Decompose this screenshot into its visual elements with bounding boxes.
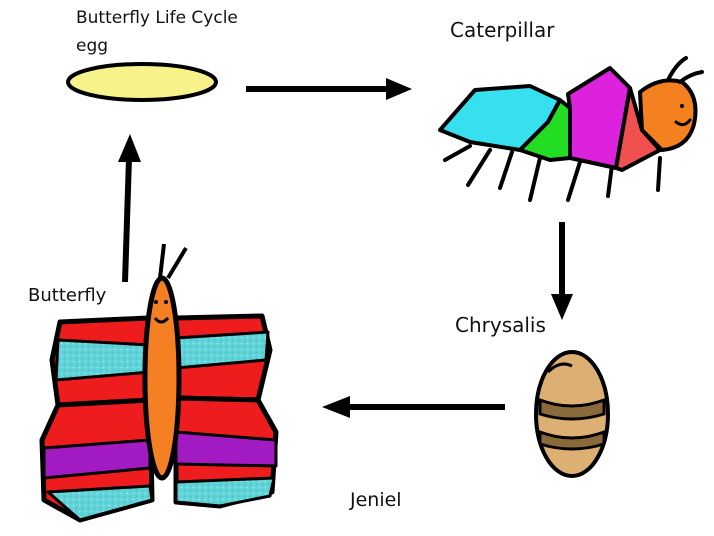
- arrow-butterfly-to-egg: [118, 134, 141, 283]
- butterfly-illustration: [39, 243, 279, 523]
- arrow-caterpillar-to-chrysalis: [551, 222, 573, 320]
- diagram-title: Butterfly Life Cycle: [76, 8, 238, 28]
- egg-label: egg: [76, 36, 109, 56]
- egg-illustration: [66, 62, 218, 102]
- chrysalis-label: Chrysalis: [455, 313, 546, 337]
- butterfly-label: Butterfly: [28, 285, 107, 306]
- caterpillar-label: Caterpillar: [450, 18, 555, 42]
- arrow-chrysalis-to-butterfly: [322, 396, 505, 418]
- chrysalis-illustration: [534, 350, 610, 478]
- caterpillar-illustration: [438, 56, 704, 202]
- arrow-egg-to-caterpillar: [246, 78, 412, 100]
- author-signature: Jeniel: [350, 489, 402, 511]
